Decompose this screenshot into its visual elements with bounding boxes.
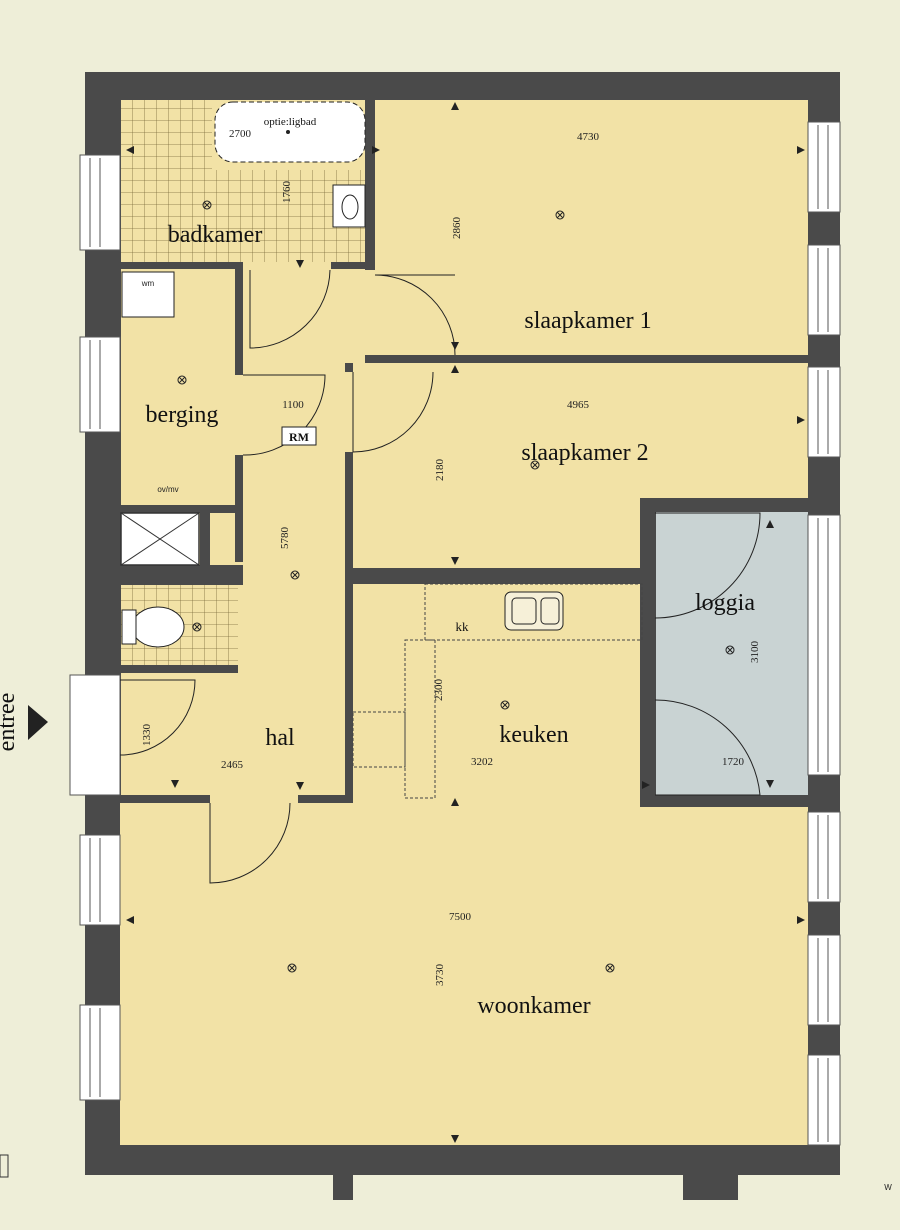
washing-machine-box (121, 271, 175, 318)
dim-4730: 4730 (577, 131, 600, 143)
room-slaapkamer-1: slaapkamer 1 (524, 308, 651, 334)
dim-7500: 7500 (449, 911, 472, 923)
dim-2700: 2700 (229, 128, 252, 140)
ovmv-label: ov/mv (157, 485, 178, 494)
toilet (121, 606, 185, 648)
door-openings (210, 262, 375, 803)
windows (69, 121, 841, 1146)
wall-markers (126, 102, 805, 1143)
dim-1100: 1100 (282, 399, 304, 411)
dim-3100: 3100 (749, 641, 761, 664)
dim-2180: 2180 (434, 459, 446, 482)
dim-4965: 4965 (567, 399, 590, 411)
rm-box (281, 426, 317, 446)
corner-box (0, 1154, 9, 1178)
entree-label: entree (0, 693, 20, 752)
corner-w-label: W (884, 1183, 892, 1192)
entree-arrow (28, 705, 48, 740)
kitchen-counter (352, 583, 643, 799)
dim-1720: 1720 (722, 756, 745, 768)
wm-label: wm (141, 279, 155, 288)
kk-label: kk (456, 619, 470, 634)
room-berging: berging (146, 402, 219, 428)
dim-5780: 5780 (279, 527, 291, 550)
kitchen-sink (504, 591, 564, 631)
dim-3202: 3202 (471, 756, 493, 768)
rm-label: RM (289, 430, 309, 444)
room-slaapkamer-2: slaapkamer 2 (521, 440, 648, 466)
room-badkamer: badkamer (168, 222, 263, 248)
ceiling-lights (177, 200, 735, 973)
dim-2465: 2465 (221, 759, 244, 771)
room-hal: hal (265, 725, 295, 751)
dim-1760: 1760 (281, 181, 293, 204)
bathtub-label: optie:ligbad (264, 116, 317, 128)
dim-2300: 2300 (433, 679, 445, 702)
room-woonkamer: woonkamer (477, 993, 590, 1019)
door-swings (119, 269, 761, 884)
bathtub (214, 101, 366, 163)
tiles-strip (212, 585, 238, 665)
dim-1330: 1330 (141, 724, 153, 747)
bathroom-sink (332, 184, 366, 228)
room-loggia: loggia (695, 590, 755, 616)
dim-3730: 3730 (434, 964, 446, 987)
room-keuken: keuken (499, 722, 568, 748)
shower-box (120, 512, 200, 566)
dim-2860: 2860 (451, 217, 463, 240)
